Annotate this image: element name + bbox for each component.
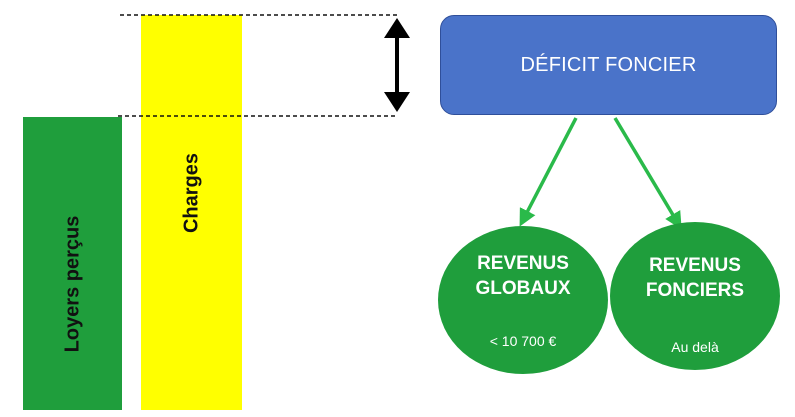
revenus-globaux-title-line1: REVENUS [477, 253, 569, 274]
arrow-down-left-icon [519, 117, 578, 227]
revenus-fonciers-title-line1: REVENUS [649, 255, 741, 276]
revenus-fonciers-title-line2: FONCIERS [645, 280, 745, 301]
revenus-fonciers-circle: REVENUS FONCIERS Au delà [610, 222, 780, 370]
revenus-fonciers-note: Au delà [671, 339, 719, 355]
revenus-globaux-title: REVENUS GLOBAUX [438, 251, 608, 301]
charges-bar: Charges [141, 15, 242, 410]
deficit-foncier-label: DÉFICIT FONCIER [520, 53, 697, 76]
loyers-bar: Loyers perçus [23, 117, 122, 410]
double-headed-vertical-arrow-icon [384, 18, 410, 112]
revenus-globaux-threshold: < 10 700 € [489, 333, 557, 349]
revenus-globaux-circle: REVENUS GLOBAUX < 10 700 € [438, 226, 608, 374]
deficit-foncier-box: DÉFICIT FONCIER [440, 15, 777, 115]
revenus-globaux-title-line2: GLOBAUX [475, 278, 571, 299]
revenus-fonciers-title: REVENUS FONCIERS [610, 253, 780, 303]
arrow-down-right-icon [613, 117, 682, 230]
